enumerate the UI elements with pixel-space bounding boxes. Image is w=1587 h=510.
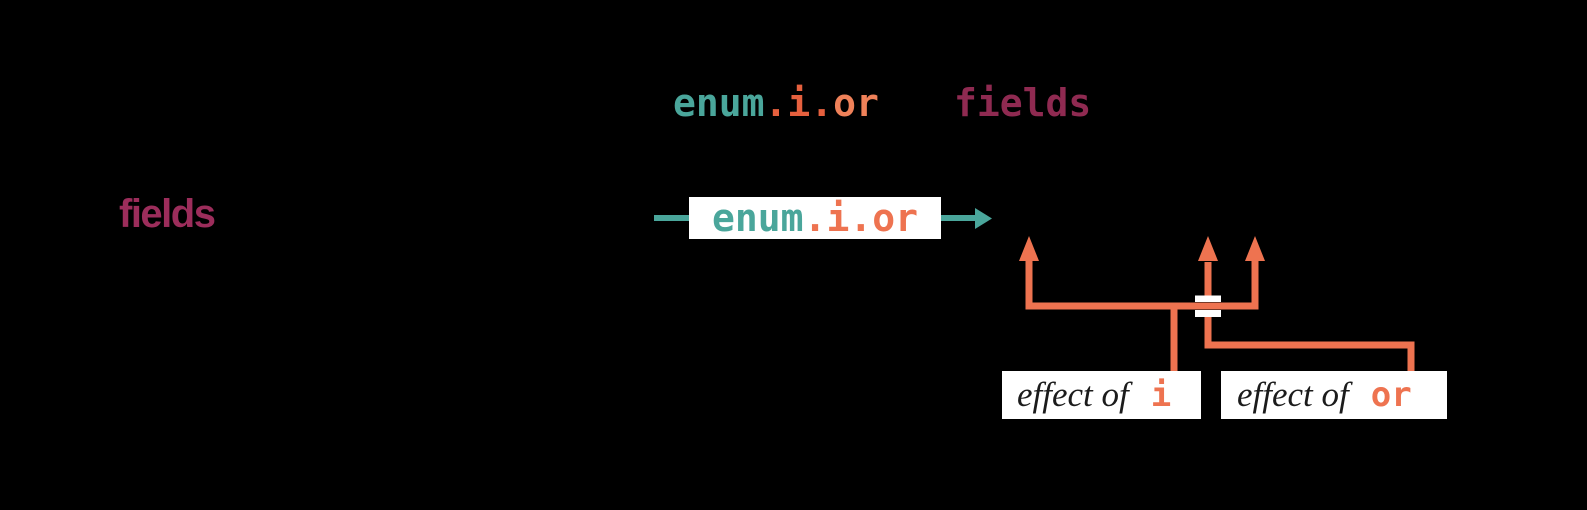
or-arrowhead-icon (1198, 236, 1218, 261)
or-lower-elbow-line (1204, 315, 1415, 372)
pipeline-i-or-token: .i.or (803, 196, 918, 240)
i-effect-connector (1019, 236, 1265, 372)
top-expression-or-token: or (833, 81, 879, 125)
i-arrowhead-right-icon (1245, 236, 1265, 261)
or-effect-connector (1198, 236, 1415, 372)
bridge-gap-top (1195, 295, 1221, 302)
teal-flow-arrow (654, 208, 992, 229)
line-crossing-bridge (1195, 295, 1221, 317)
effect-of-i-code: i (1150, 375, 1172, 415)
i-effect-bracket-line (1025, 260, 1259, 310)
effect-of-i-box: effect of i (1002, 371, 1201, 419)
top-expression-enum-token: enum (673, 81, 765, 125)
top-fields-label: fields (954, 81, 1092, 125)
pipeline-step-box: enum.i.or (689, 196, 941, 240)
teal-inflow-line (654, 215, 689, 221)
effect-of-i-text: effect of (1017, 375, 1129, 414)
top-expression-label: enum.i.or (673, 82, 879, 124)
bridge-gap-bottom (1195, 310, 1221, 317)
teal-outflow-line (941, 215, 975, 221)
left-fields-label: fields (119, 192, 216, 236)
effect-of-or-box: effect of or (1221, 371, 1447, 419)
i-arrowhead-left-icon (1019, 236, 1039, 261)
effect-of-or-code: or (1370, 375, 1412, 415)
effect-of-or-text: effect of (1237, 375, 1349, 414)
top-expression-dot-i-token: .i. (764, 81, 834, 125)
teal-arrowhead-icon (975, 208, 992, 229)
pipeline-enum-token: enum (712, 196, 804, 240)
